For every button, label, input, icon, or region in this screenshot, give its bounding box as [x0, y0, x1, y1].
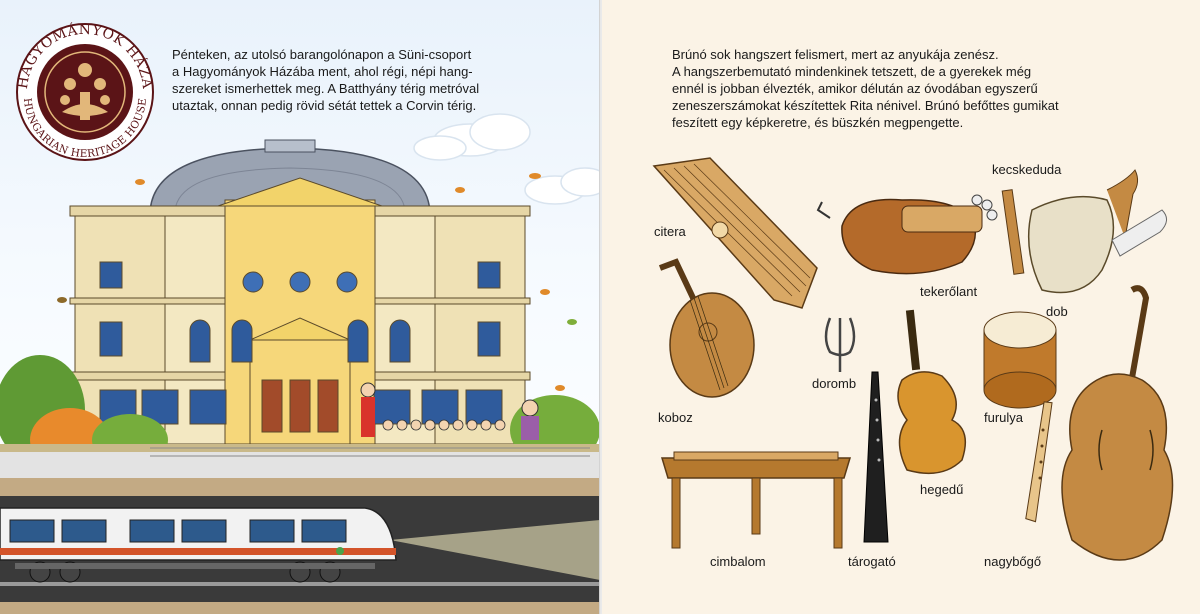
label-tekerolant: tekerőlant: [920, 284, 978, 299]
label-tarogato: tárogató: [848, 554, 896, 569]
right-page: Brúnó sok hangszert felismert, mert az a…: [602, 0, 1200, 614]
label-doromb: doromb: [812, 376, 857, 391]
kecskeduda-illustration: [1001, 169, 1167, 294]
citera-illustration: [652, 157, 818, 309]
fence: [150, 447, 590, 457]
hegedu-illustration: [897, 309, 967, 475]
label-furulya: furulya: [984, 410, 1024, 425]
nagybogo-illustration: [1061, 285, 1174, 561]
left-page: HAGYOMÁNYOK HÁZA HUNGARIAN HERITAGE HOUS…: [0, 0, 600, 614]
right-story-text: Brúnó sok hangszert felismert, mert az a…: [672, 46, 1172, 131]
label-koboz: koboz: [658, 410, 693, 425]
furulya-illustration: [1025, 401, 1053, 523]
book-gutter: [599, 0, 603, 614]
left-story-text: Pénteken, az utolsó barangolónapon a Sün…: [172, 46, 572, 114]
children-group: [360, 382, 539, 440]
story-line: zeneszerszámokat készítettek Rita nénive…: [672, 98, 1059, 113]
doromb-illustration: [824, 317, 856, 372]
koboz-illustration: [658, 258, 755, 398]
story-line: Brúnó sok hangszert felismert, mert az a…: [672, 47, 999, 62]
cloud-icon: [413, 113, 600, 205]
tarogato-illustration: [863, 371, 889, 543]
headlight-beam: [390, 520, 600, 580]
heritage-house-logo: HAGYOMÁNYOK HÁZA HUNGARIAN HERITAGE HOUS…: [15, 20, 155, 161]
story-line: szereket ismerhettek meg. A Batthyány té…: [172, 81, 480, 96]
arched-window: [189, 319, 411, 363]
label-nagybogo: nagybőgő: [984, 554, 1042, 569]
cimbalom-illustration: [660, 451, 852, 549]
dob-illustration: [983, 311, 1057, 409]
tekerolant-illustration: [816, 194, 998, 275]
label-cimbalom: cimbalom: [710, 554, 766, 569]
label-dob: dob: [1046, 304, 1068, 319]
label-hegedu: hegedű: [920, 482, 964, 497]
label-citera: citera: [654, 224, 686, 239]
story-line: feszített egy képkeretre, és büszkén meg…: [672, 115, 964, 130]
story-line: ennél is jobban élvezték, amikor délután…: [672, 81, 1038, 96]
story-line: a Hagyományok Házába ment, ahol régi, né…: [172, 64, 473, 79]
story-line: A hangszerbemutató mindenkinek tetszett,…: [672, 64, 1032, 79]
building-scene: HAGYOMÁNYOK HÁZA HUNGARIAN HERITAGE HOUS…: [0, 20, 600, 614]
heritage-house-building: [69, 177, 531, 445]
round-window: [242, 271, 358, 293]
story-line: Pénteken, az utolsó barangolónapon a Sün…: [172, 47, 472, 62]
metro-train: [0, 507, 397, 583]
instrument-illustrations: [652, 157, 1174, 561]
window: [99, 261, 503, 425]
label-kecskeduda: kecskeduda: [992, 162, 1062, 177]
story-line: utaztak, onnan pedig rövid sétát tettek …: [172, 98, 477, 113]
